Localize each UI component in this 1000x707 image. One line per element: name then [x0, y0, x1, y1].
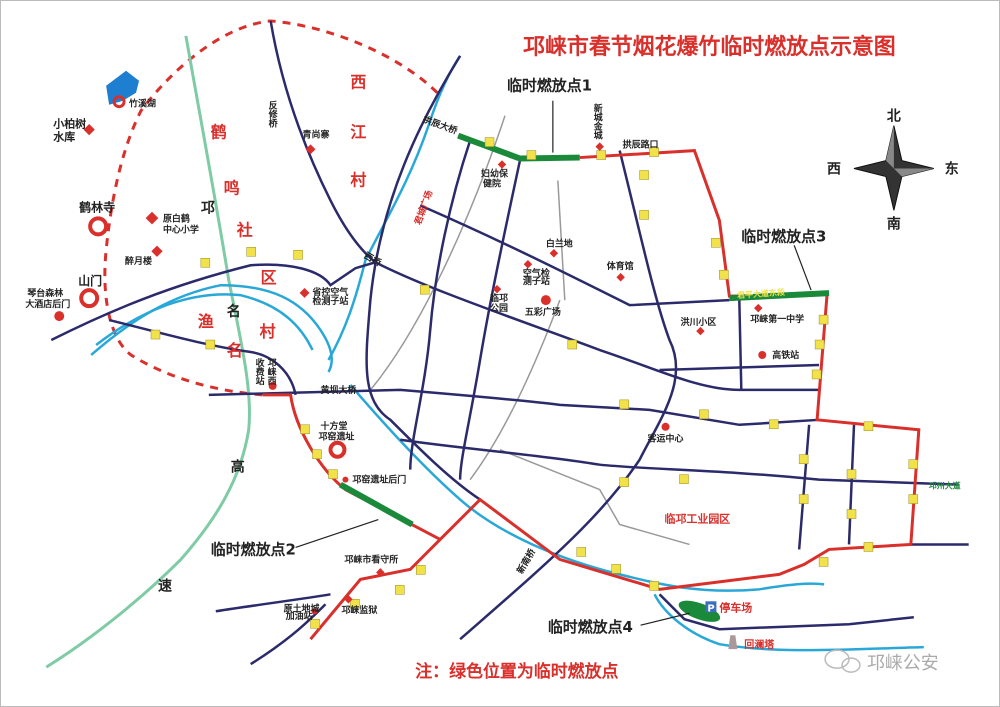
- roads: [50, 20, 969, 666]
- label: 邛崃市看守所: [344, 553, 398, 565]
- label: 拱辰路口: [623, 139, 659, 151]
- label: 健院: [483, 177, 501, 189]
- label: 妇幼保: [480, 168, 509, 180]
- firework-spot-1: [457, 132, 580, 162]
- label: 小柏树: [52, 117, 86, 131]
- rivers: [90, 55, 924, 652]
- label: 邛窑遗址后门: [352, 474, 406, 486]
- label: 君平大道东段: [736, 287, 785, 300]
- map-note: 注：绿色位置为临时燃放点: [415, 661, 618, 681]
- label: 停车场: [719, 600, 752, 614]
- label: 新南桥: [514, 547, 538, 576]
- wechat-icon: [824, 649, 850, 669]
- label: 新城金城: [593, 103, 604, 142]
- gate-icon: [79, 288, 100, 309]
- lake-icon: [106, 70, 140, 105]
- place-labels: 竹溪湖 小柏树 水库 鹤林寺 原白鹤 中心小学 醉月楼 山门 琴台森林 大酒店后…: [25, 98, 960, 651]
- label: 原土地城: [284, 602, 320, 614]
- place-markers: [54, 95, 767, 615]
- label: 邛崃第一中学: [750, 313, 804, 325]
- label: 空气检: [523, 267, 550, 279]
- label: 回澜塔: [744, 638, 775, 651]
- label: 临邛工业园区: [665, 512, 731, 526]
- parking-icon: [705, 601, 717, 613]
- compass-south: 南: [887, 215, 901, 232]
- compass-west: 西: [827, 162, 841, 178]
- firework-point-2-label: 临时燃放点2: [211, 540, 296, 558]
- temple-icon: [88, 216, 109, 237]
- firework-point-4-label: 临时燃放点4: [548, 618, 633, 636]
- village-char: 渔: [198, 312, 214, 331]
- label: 省控空气: [312, 286, 349, 298]
- minor-roads: [369, 115, 690, 546]
- compass: 北 南 西 东: [827, 109, 959, 233]
- label: 洪川小区: [680, 316, 716, 328]
- village-char: 鹤: [211, 123, 227, 142]
- village-char: 区: [261, 268, 277, 287]
- label: 加油站: [285, 610, 313, 622]
- label: 邛州大道: [929, 481, 961, 491]
- label: 大酒店后门: [25, 298, 70, 310]
- pagoda-icon: [728, 635, 738, 650]
- highway-char: 名: [227, 303, 241, 320]
- firework-point-1-label: 临时燃放点1: [507, 77, 592, 95]
- label: 琴台森林: [26, 287, 63, 299]
- highway: [45, 35, 251, 669]
- label: 反修桥: [268, 100, 279, 130]
- watermark: 邛崃公安: [824, 649, 939, 674]
- firework-spot-3: [729, 290, 830, 302]
- parking-sign: P: [707, 603, 714, 614]
- label: 客运中心: [647, 433, 684, 445]
- compass-north: 北: [887, 109, 901, 125]
- label: 鹤林寺: [79, 199, 115, 214]
- label: 十方堂: [321, 420, 348, 432]
- village-char: 村: [350, 170, 366, 189]
- village-boundary: [103, 19, 439, 397]
- label: 醉月楼: [125, 255, 152, 267]
- highway-char: 高: [231, 459, 245, 476]
- label: 山门: [78, 273, 102, 288]
- label: 青尚寨: [303, 129, 330, 141]
- label: 高铁站: [772, 349, 799, 361]
- firework-spots: [338, 132, 830, 622]
- compass-east: 东: [945, 161, 959, 178]
- label: 邛窑遗址: [319, 431, 355, 443]
- label: 中心小学: [163, 223, 199, 235]
- firework-point-arrows: [295, 100, 812, 626]
- label: 临邛: [490, 292, 508, 304]
- village-char: 名: [227, 341, 243, 360]
- highway-char: 邛: [201, 200, 215, 216]
- label: 原白鹤: [163, 212, 190, 224]
- firework-spot-2: [338, 482, 414, 528]
- label: 检测子站: [313, 295, 349, 307]
- label: 白兰地: [546, 237, 573, 249]
- label: 五彩广场: [525, 306, 561, 318]
- highway-char: 速: [158, 577, 172, 594]
- label: 测子站: [523, 275, 550, 287]
- label: 水库: [53, 130, 75, 144]
- label: 君城广场: [412, 189, 436, 227]
- village-char: 村: [260, 322, 276, 341]
- label: 体育馆: [607, 260, 634, 272]
- kiln-site-icon: [328, 440, 347, 459]
- firework-spot-4: [678, 600, 721, 622]
- label: 邛崃监狱: [341, 604, 377, 616]
- label: 竹溪湖: [128, 98, 156, 110]
- village-char: 江: [350, 123, 366, 142]
- label: 收费站: [256, 357, 265, 387]
- label: 黄坝大桥: [321, 384, 357, 396]
- label: 邛崃西: [268, 358, 277, 387]
- road-markers: [150, 137, 919, 629]
- firework-point-3-label: 临时燃放点3: [741, 227, 826, 245]
- village-char: 西: [350, 73, 366, 92]
- village-char: 社: [236, 220, 253, 239]
- watermark-text: 邛崃公安: [867, 653, 939, 674]
- label: 公园: [490, 303, 508, 314]
- village-char: 鸣: [224, 178, 240, 197]
- map-title: 邛崃市春节烟花爆竹临时燃放点示意图: [523, 34, 896, 60]
